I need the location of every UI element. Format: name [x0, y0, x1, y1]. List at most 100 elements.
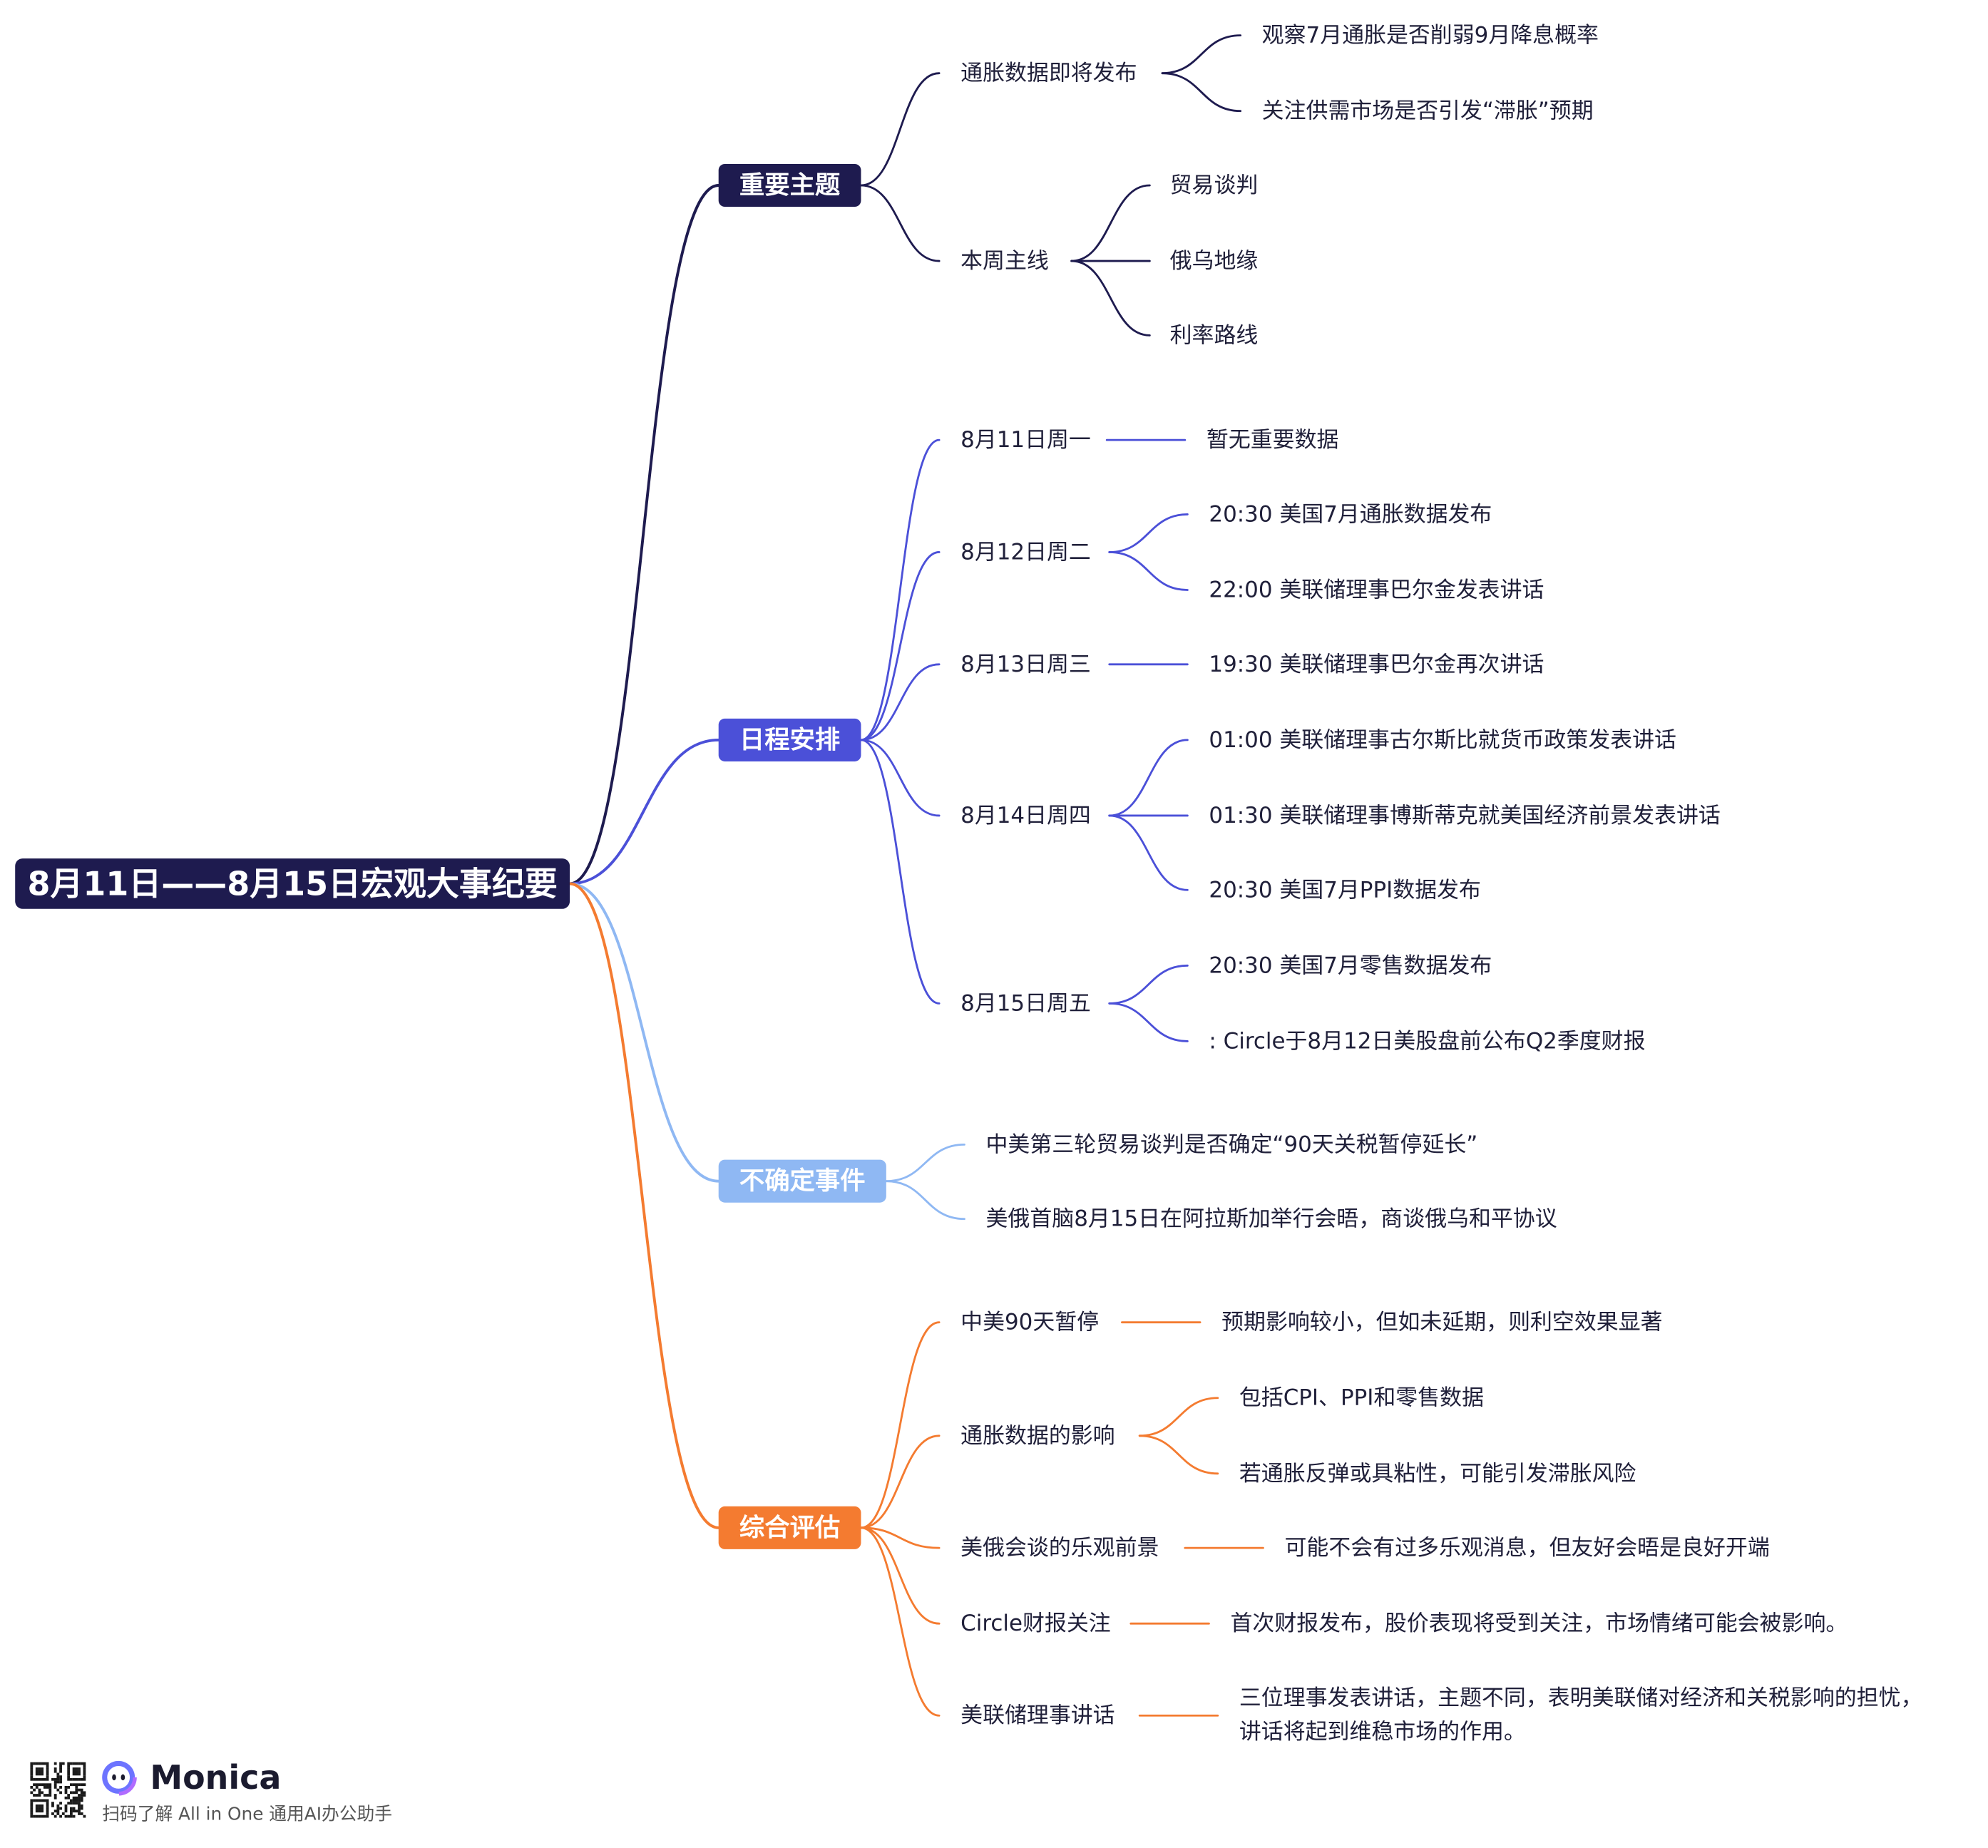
qr-module: [30, 1802, 34, 1805]
qr-module: [64, 1791, 68, 1795]
leaf-barkin-speech-again: 19:30 美联储理事巴尔金再次讲话: [1209, 652, 1544, 677]
qr-module: [72, 1783, 76, 1787]
qr-module: [46, 1799, 49, 1802]
qr-module: [30, 1775, 34, 1778]
qr-module: [41, 1767, 44, 1770]
qr-module: [59, 1791, 62, 1795]
qr-module: [46, 1814, 49, 1818]
qr-module: [41, 1772, 44, 1776]
qr-module: [83, 1794, 86, 1797]
branch-assessment: 综合评估 中美90天暂停 预期影响较小，但如未延期，则利空效果显著 通胀数据的影…: [718, 1310, 1922, 1745]
qr-module: [30, 1765, 34, 1768]
qr-module: [35, 1809, 39, 1813]
leaf-july-inflation-rate-cut: 观察7月通胀是否削弱9月降息概率: [1262, 23, 1599, 48]
leaf-cpi-ppi-retail: 包括CPI、PPI和零售数据: [1239, 1385, 1484, 1411]
qr-module: [72, 1809, 76, 1813]
qr-module: [72, 1767, 76, 1770]
qr-module: [69, 1802, 73, 1805]
connector: [860, 438, 941, 741]
branch-box-schedule: [718, 718, 861, 761]
qr-module: [72, 1791, 76, 1795]
qr-module: [75, 1799, 78, 1802]
qr-module: [59, 1770, 62, 1773]
qr-module: [35, 1772, 39, 1776]
qr-module: [38, 1804, 41, 1807]
qr-module: [67, 1772, 71, 1776]
qr-module: [35, 1783, 39, 1787]
qr-module: [33, 1777, 36, 1781]
qr-module: [41, 1809, 44, 1813]
qr-module: [83, 1783, 86, 1787]
qr-module: [56, 1804, 60, 1807]
qr-module: [43, 1762, 46, 1765]
leaf-trade-talks: 贸易谈判: [1170, 173, 1259, 198]
qr-module: [30, 1812, 34, 1815]
qr-module: [72, 1814, 76, 1818]
qr-module: [78, 1783, 81, 1787]
qr-module: [38, 1809, 41, 1813]
connector: [860, 1526, 941, 1717]
qr-module: [41, 1807, 44, 1810]
connector: [860, 551, 941, 741]
leaf-rate-path: 利率路线: [1170, 322, 1259, 348]
qr-module: [67, 1777, 71, 1781]
logo-ring-accent: [100, 1759, 137, 1796]
leaf-us-july-retail-release: 20:30 美国7月零售数据发布: [1209, 953, 1492, 978]
qr-module: [46, 1777, 49, 1781]
qr-module: [67, 1765, 71, 1768]
qr-module: [80, 1794, 83, 1797]
qr-module: [78, 1772, 81, 1776]
node-us-china-90-day-pause: 中美90天暂停: [960, 1310, 1099, 1335]
node-inflation-impact: 通胀数据的影响: [960, 1423, 1115, 1449]
qr-module: [75, 1772, 78, 1776]
qr-module: [53, 1796, 57, 1800]
leaf-us-july-cpi-release: 20:30 美国7月通胀数据发布: [1209, 501, 1492, 527]
qr-module: [33, 1762, 36, 1765]
qr-module: [59, 1802, 62, 1805]
qr-module: [43, 1783, 46, 1787]
qr-module: [30, 1814, 34, 1818]
qr-module: [56, 1777, 60, 1781]
qr-module: [72, 1802, 76, 1805]
qr-module: [51, 1812, 54, 1815]
qr-module: [64, 1814, 68, 1818]
connector: [860, 1526, 941, 1625]
qr-module: [56, 1812, 60, 1815]
leaf-stagflation-expectation: 关注供需市场是否引发“滞胀”预期: [1262, 98, 1594, 124]
qr-module: [56, 1772, 60, 1776]
qr-module: [78, 1788, 81, 1792]
qr-module: [35, 1770, 39, 1773]
qr-module: [41, 1770, 44, 1773]
qr-module: [33, 1783, 36, 1787]
qr-module: [56, 1780, 60, 1784]
qr-module: [38, 1788, 41, 1792]
branch-label-assessment: 综合评估: [739, 1513, 840, 1542]
logo-face: [107, 1765, 130, 1789]
qr-module: [48, 1788, 52, 1792]
qr-module: [83, 1765, 86, 1768]
connector: [1108, 739, 1189, 817]
connector: [860, 663, 941, 741]
connector: [1070, 184, 1151, 262]
branch-label-schedule: 日程安排: [739, 725, 840, 754]
qr-module: [59, 1775, 62, 1778]
qr-module: [80, 1783, 83, 1787]
qr-module: [38, 1814, 41, 1818]
qr-module: [69, 1812, 73, 1815]
branch-uncertain: 不确定事件 中美第三轮贸易谈判是否确定“90天关税暂停延长” 美俄首脑8月15日…: [718, 1131, 1557, 1232]
qr-module: [64, 1786, 68, 1789]
node-aug13-wed: 8月13日周三: [960, 652, 1091, 677]
qr-module: [78, 1762, 81, 1765]
qr-module: [30, 1770, 34, 1773]
qr-module: [72, 1796, 76, 1800]
connector: [568, 184, 720, 885]
qr-module: [46, 1762, 49, 1765]
qr-module: [41, 1791, 44, 1795]
node-aug15-fri: 8月15日周五: [960, 990, 1091, 1016]
qr-module: [83, 1775, 86, 1778]
leaf-no-major-data: 暂无重要数据: [1206, 427, 1339, 453]
qr-module: [67, 1802, 71, 1805]
qr-module: [67, 1814, 71, 1818]
qr-module: [78, 1777, 81, 1781]
